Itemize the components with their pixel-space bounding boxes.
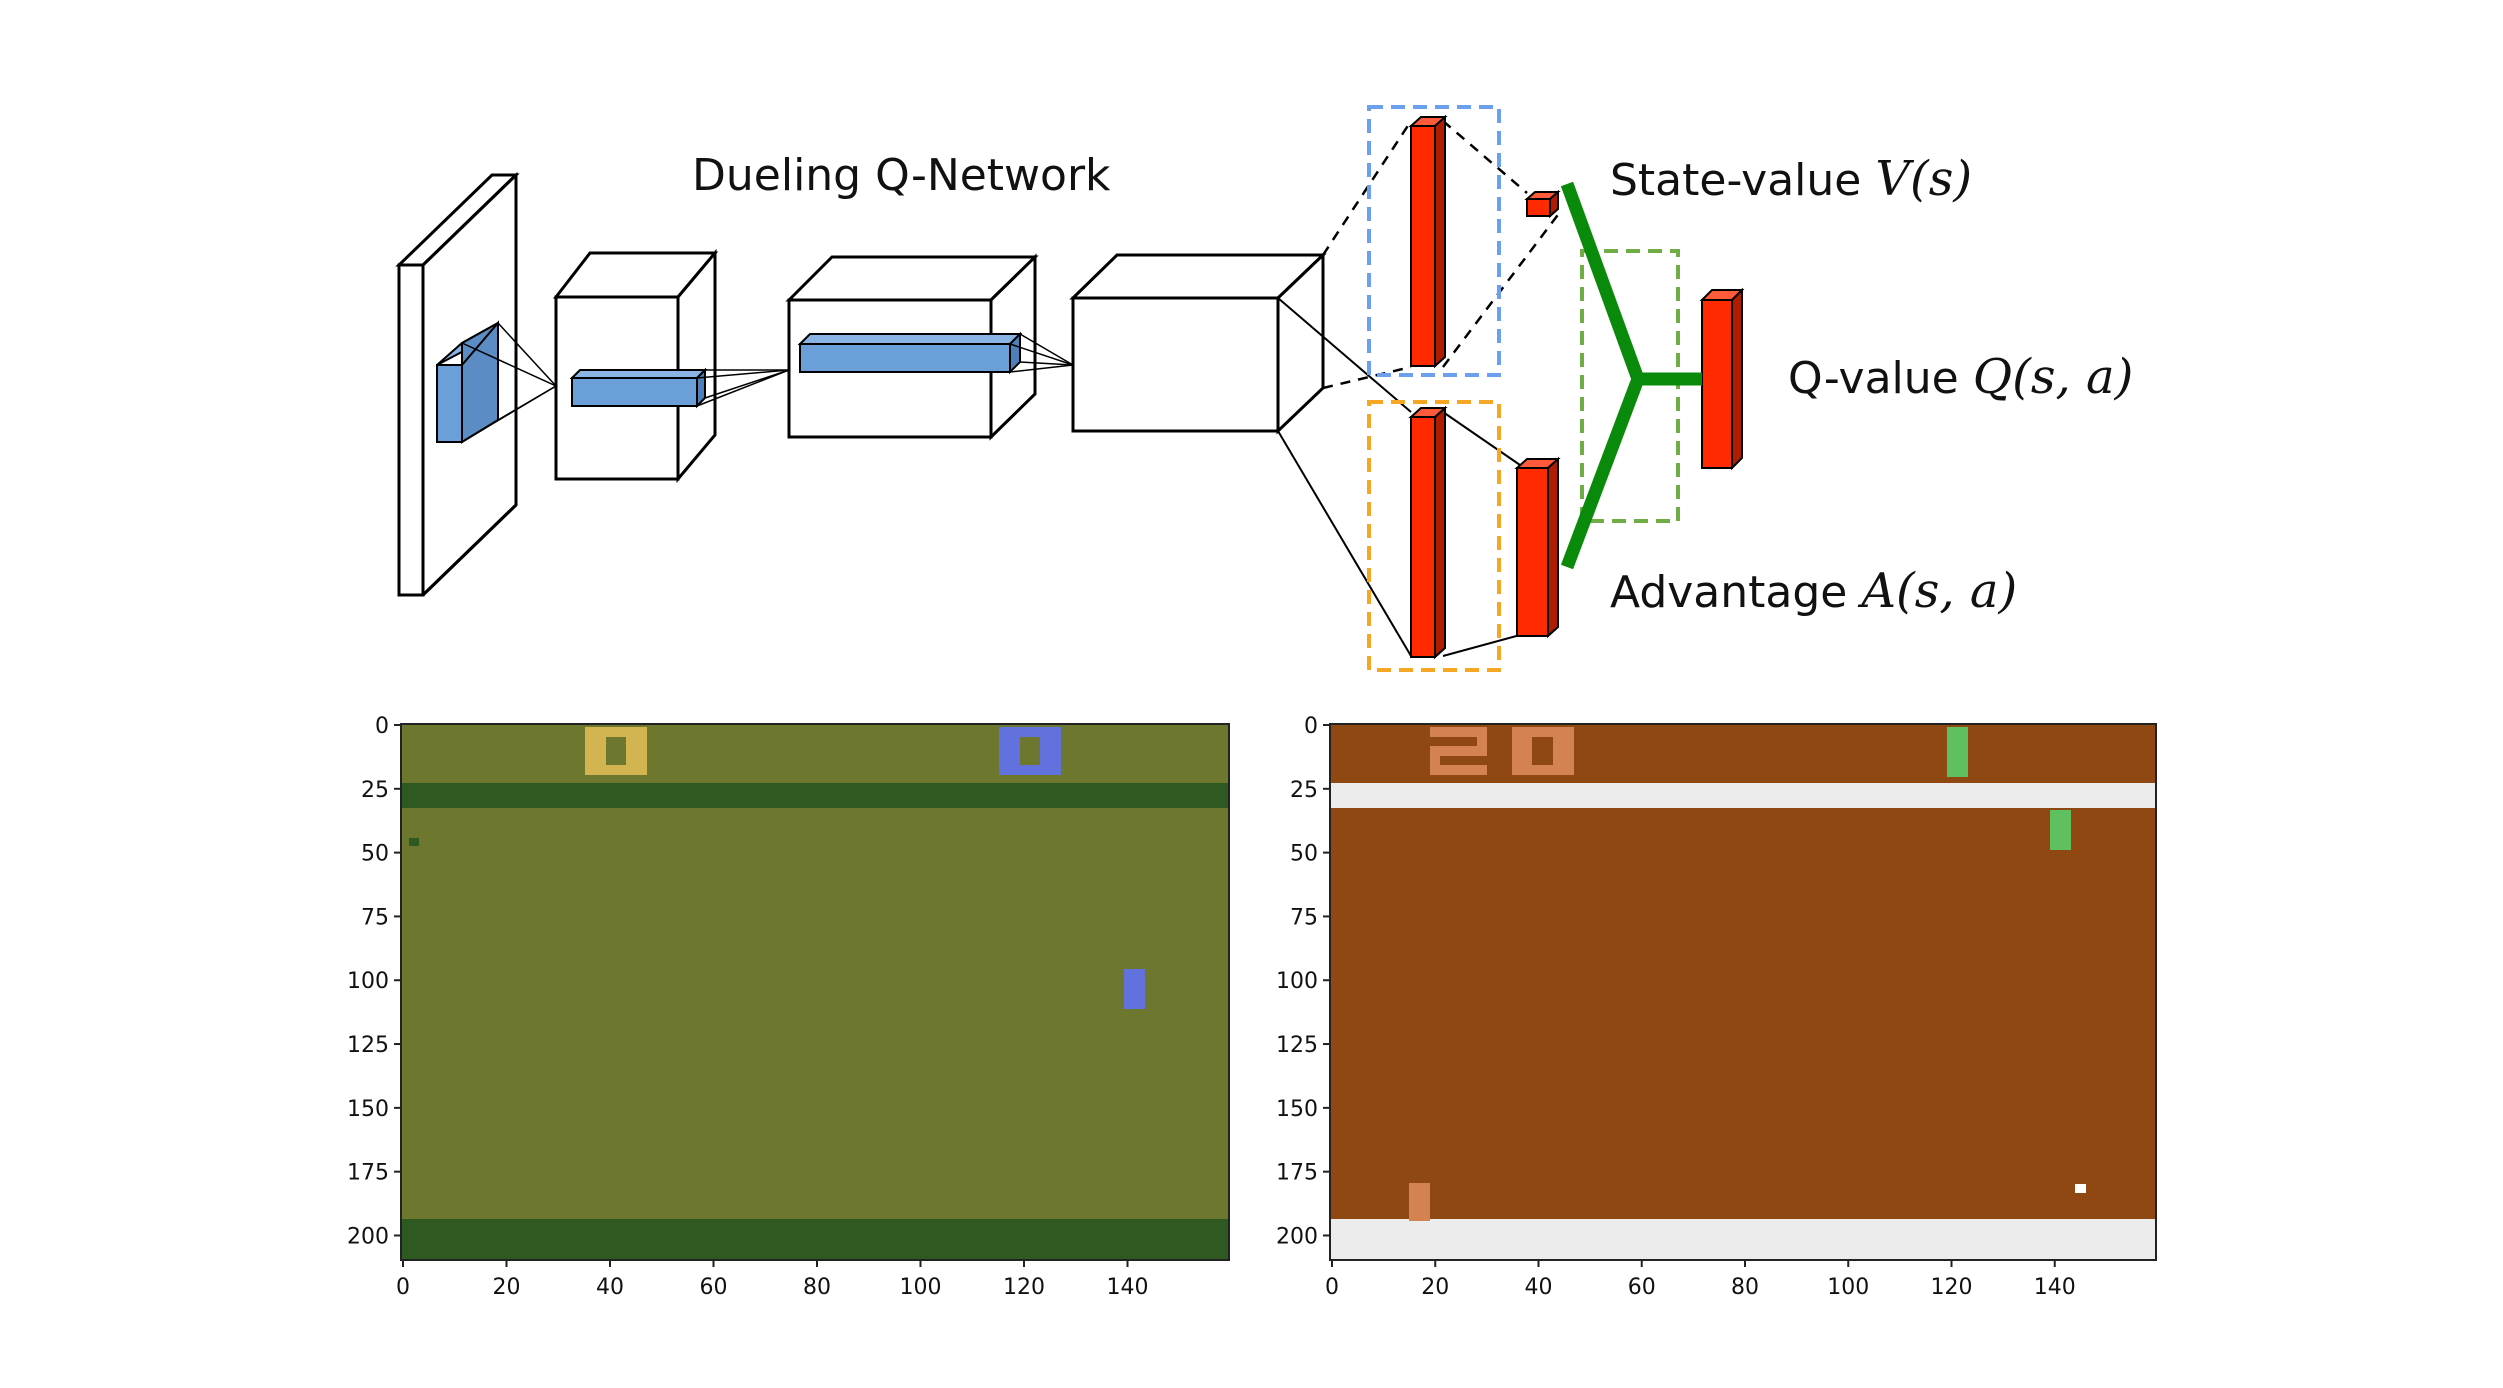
x-tick-label: 60 — [700, 1275, 728, 1300]
plot-frame — [400, 723, 1230, 1261]
ball — [2075, 1184, 2086, 1193]
advantage-stream-box — [1367, 400, 1501, 672]
aggregation-layer — [1560, 181, 1702, 570]
q-value-output-bar — [1699, 287, 1745, 471]
frame-background — [401, 724, 1229, 1260]
network-diagram — [395, 120, 1561, 657]
y-tick-label: 200 — [347, 1224, 389, 1249]
score-right-player — [999, 727, 1061, 775]
advantage-stream-links — [1277, 297, 1521, 657]
x-tick-label: 120 — [1931, 1275, 1973, 1300]
y-tick-label: 150 — [347, 1097, 389, 1122]
plot-frame — [1329, 723, 2157, 1261]
x-tick-label: 60 — [1628, 1275, 1656, 1300]
opponent-paddle-mid — [2050, 810, 2071, 850]
y-tick-label: 75 — [361, 905, 389, 930]
x-tick-label: 140 — [2034, 1275, 2076, 1300]
top-wall — [401, 783, 1229, 808]
y-axis-right: 0 25 50 75 100 125 150 175 200 — [1276, 714, 1330, 1249]
value-output-cell — [1524, 189, 1561, 219]
y-tick-label: 25 — [1290, 778, 1318, 803]
aggregation-box — [1580, 249, 1680, 523]
y-tick-label: 125 — [347, 1033, 389, 1058]
x-tick-label: 0 — [396, 1275, 410, 1300]
q-value-label: Q-value Q(s, a) — [1788, 349, 2133, 405]
y-tick-label: 200 — [1276, 1224, 1318, 1249]
conv-connections — [461, 322, 1074, 443]
frame-background — [1330, 724, 2156, 1260]
x-tick-label: 40 — [596, 1275, 624, 1300]
y-tick-label: 175 — [1276, 1161, 1318, 1186]
y-tick-label: 150 — [1276, 1097, 1318, 1122]
advantage-label: Advantage A(s, a) — [1610, 563, 2017, 619]
y-tick-label: 0 — [1304, 714, 1318, 739]
value-stream-box — [1367, 105, 1501, 377]
y-tick-label: 0 — [375, 714, 389, 739]
x-tick-label: 0 — [1325, 1275, 1339, 1300]
x-axis-right: 0 20 40 60 80 100 120 140 — [1325, 1260, 2076, 1300]
opponent-paddle-top — [1947, 727, 1968, 777]
x-tick-label: 100 — [900, 1275, 942, 1300]
conv-layer-4 — [1069, 251, 1327, 435]
bottom-wall — [401, 1219, 1229, 1260]
diagram-title: Dueling Q-Network — [692, 150, 1111, 201]
x-tick-label: 140 — [1107, 1275, 1149, 1300]
value-hidden-bar — [1408, 114, 1448, 369]
x-tick-label: 120 — [1003, 1275, 1045, 1300]
y-tick-label: 100 — [347, 969, 389, 994]
advantage-output-bar — [1514, 456, 1561, 639]
x-tick-label: 20 — [493, 1275, 521, 1300]
game-frame-left: 0 25 50 75 100 125 150 175 200 0 20 40 60 80 100 120 14… — [347, 714, 1230, 1300]
fc-bars — [1408, 114, 1745, 660]
agent-paddle — [1409, 1183, 1430, 1221]
y-tick-label: 50 — [361, 842, 389, 867]
y-tick-label: 100 — [1276, 969, 1318, 994]
ball — [409, 838, 419, 846]
x-tick-label: 80 — [803, 1275, 831, 1300]
conv-filter-2 — [569, 367, 708, 409]
y-axis-left: 0 25 50 75 100 125 150 175 200 — [347, 714, 401, 1249]
conv-filter-3 — [797, 331, 1023, 375]
x-tick-label: 80 — [1731, 1275, 1759, 1300]
game-frame-right: 0 25 50 75 100 125 150 175 200 0 20 40 60 80 100 120 14… — [1276, 714, 2157, 1300]
top-wall — [1330, 783, 2156, 808]
x-tick-label: 20 — [1421, 1275, 1449, 1300]
advantage-hidden-bar — [1408, 405, 1448, 660]
conv-layer-2 — [552, 248, 719, 484]
state-value-label: State-value V(s) — [1610, 151, 1972, 207]
x-tick-label: 100 — [1827, 1275, 1869, 1300]
score-left-player — [1430, 727, 1574, 775]
agent-paddle — [1124, 969, 1145, 1009]
y-tick-label: 75 — [1290, 905, 1318, 930]
y-tick-label: 50 — [1290, 842, 1318, 867]
y-tick-label: 175 — [347, 1161, 389, 1186]
bottom-wall — [1330, 1219, 2156, 1260]
x-tick-label: 40 — [1525, 1275, 1553, 1300]
score-left-player — [585, 727, 647, 775]
y-tick-label: 125 — [1276, 1033, 1318, 1058]
y-tick-label: 25 — [361, 778, 389, 803]
x-axis-left: 0 20 40 60 80 100 120 140 — [396, 1260, 1149, 1300]
